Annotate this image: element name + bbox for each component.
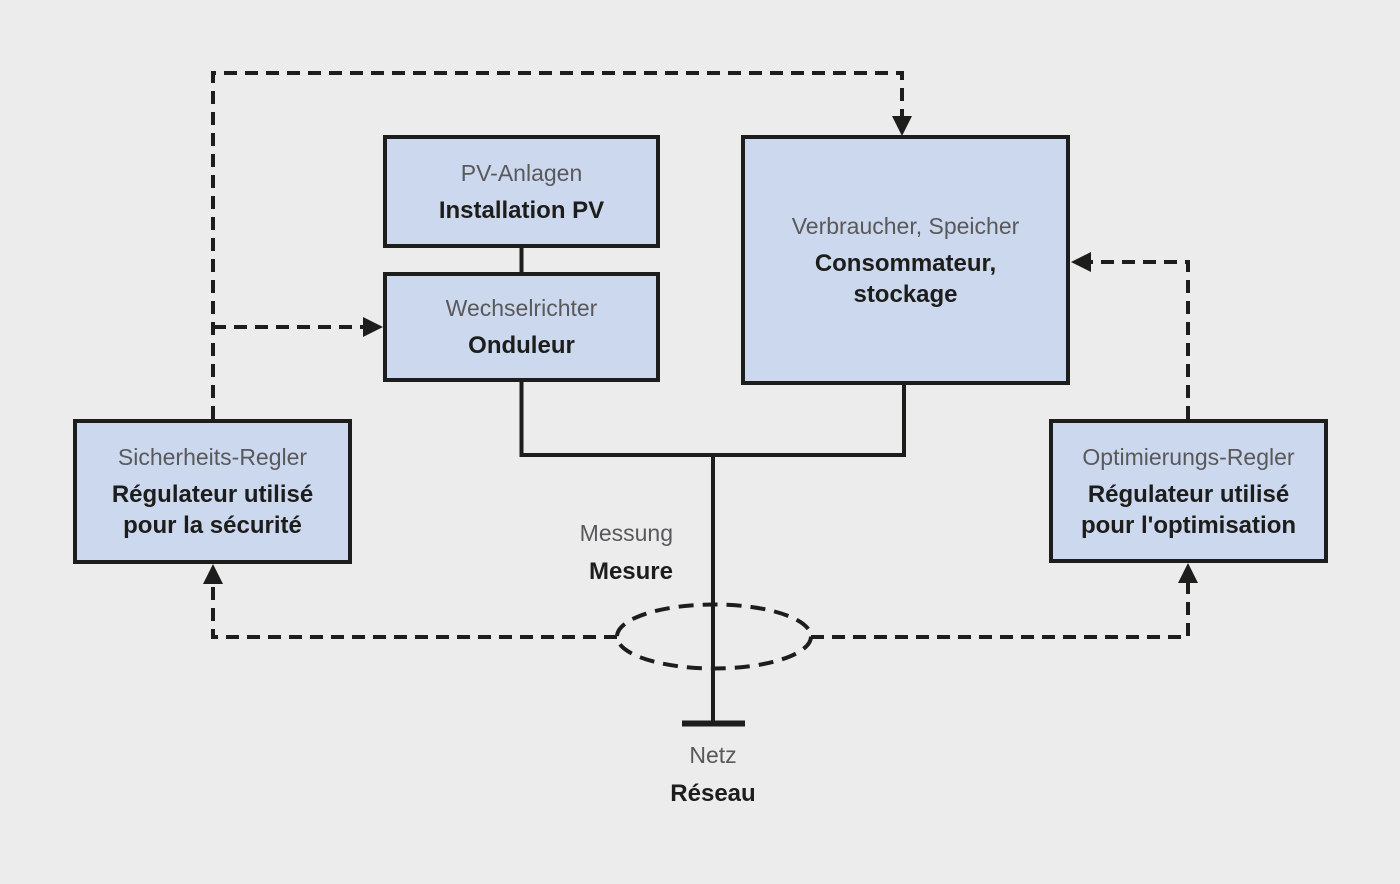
label-grid-fr: Réseau [670, 780, 756, 807]
signal-measurement-to-optimizer [811, 580, 1190, 639]
node-pv-label-de: PV-Anlagen [460, 159, 583, 186]
label-measurement-fr: Mesure [588, 558, 673, 585]
arrowhead-into-safety-bottom [203, 564, 223, 584]
node-optimization-controller: Optimierungs-Regler Régulateur utilisé p… [1049, 419, 1328, 563]
node-consumer-storage-label-fr: Consommateur, stockage [814, 249, 997, 308]
signal-safety-to-consumer [211, 71, 904, 419]
label-measurement: Messung Mesure [373, 518, 673, 587]
node-safety-controller: Sicherheits-Regler Régulateur utilisé po… [73, 419, 352, 564]
node-consumer-storage: Verbraucher, Speicher Consommateur, stoc… [741, 135, 1070, 385]
node-safety-controller-label-fr: Régulateur utilisé pour la sécurité [111, 481, 314, 539]
node-pv-label-fr: Installation PV [438, 196, 605, 224]
arrowhead-into-inverter [363, 317, 383, 337]
node-optimization-controller-label-fr: Régulateur utilisé pour l'optimisation [1080, 480, 1297, 539]
node-optimization-controller-label-de: Optimierungs-Regler [1082, 443, 1295, 470]
label-grid: Netz Réseau [613, 740, 813, 809]
node-consumer-storage-label-de: Verbraucher, Speicher [791, 212, 1020, 239]
node-pv: PV-Anlagen Installation PV [383, 135, 660, 248]
arrowhead-into-consumer-right [1071, 252, 1091, 272]
arrowhead-into-consumer-top [892, 116, 912, 136]
signal-optimizer-to-consumer [1087, 260, 1190, 419]
label-grid-de: Netz [689, 742, 737, 768]
label-measurement-de: Messung [579, 520, 673, 546]
node-inverter-label-de: Wechselrichter [445, 295, 598, 321]
arrowhead-into-optimizer-bottom [1178, 563, 1198, 583]
signal-measurement-to-safety [211, 581, 617, 639]
node-inverter: Wechselrichter Onduleur [383, 272, 660, 382]
measurement-ellipse [615, 602, 813, 671]
node-inverter-label-fr: Onduleur [468, 332, 575, 359]
node-safety-controller-label-de: Sicherheits-Regler [117, 444, 308, 470]
